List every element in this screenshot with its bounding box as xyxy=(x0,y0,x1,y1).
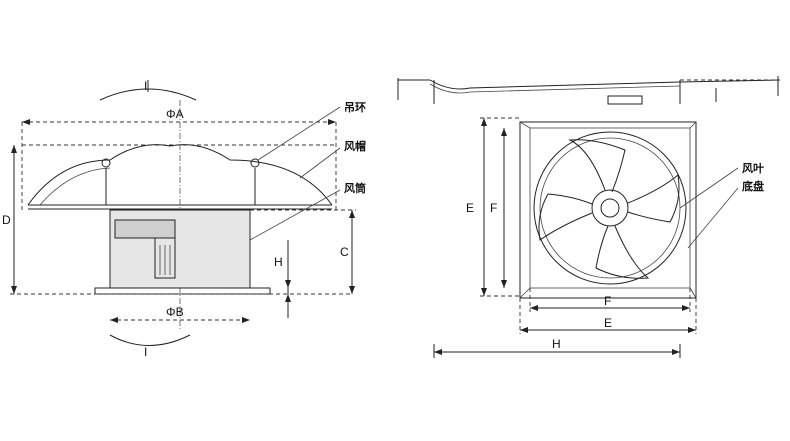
arrow xyxy=(110,317,118,323)
fan-ring-outer xyxy=(533,131,687,285)
hood-outline xyxy=(27,144,333,206)
arrow xyxy=(242,317,250,323)
c-label: C xyxy=(340,245,349,259)
fan-blade xyxy=(627,174,680,223)
corner xyxy=(519,121,531,129)
arrow xyxy=(11,145,17,153)
fan-blade xyxy=(595,225,650,279)
arrow xyxy=(349,210,355,218)
lifting-ring-right xyxy=(250,158,260,168)
arrow xyxy=(501,280,507,288)
fan-blade xyxy=(568,139,626,193)
e-left-label: E xyxy=(466,201,474,215)
h-small-label: H xyxy=(274,255,283,269)
leader-base-plate xyxy=(687,187,739,249)
base-plate-outer xyxy=(519,121,697,299)
phi-a-label: ΦA xyxy=(166,107,184,121)
base-flange xyxy=(94,287,271,295)
corner xyxy=(689,287,697,299)
arrow xyxy=(481,118,487,126)
hood-inner xyxy=(39,167,111,206)
arrow xyxy=(285,294,291,302)
top-profile xyxy=(398,79,781,90)
arrow xyxy=(328,119,336,125)
fan-hub-outer xyxy=(591,189,629,227)
fan-hub-inner xyxy=(600,198,620,218)
top-profile-bracket xyxy=(607,95,643,105)
arrow xyxy=(501,128,507,136)
leader-blade xyxy=(679,167,739,209)
arrow xyxy=(11,286,17,294)
phi-b-label: ΦB xyxy=(166,305,184,319)
f-left-label: F xyxy=(490,201,497,215)
arrow xyxy=(682,305,690,311)
h-bottom-label: H xyxy=(552,337,561,351)
side-elevation-view: I I ΦA xyxy=(2,79,366,359)
arrow xyxy=(520,327,528,333)
section-label-top: I xyxy=(144,79,147,93)
fan-blade xyxy=(538,193,593,241)
callout-hood: 风帽 xyxy=(344,139,366,153)
arrow xyxy=(530,305,538,311)
leader-hood xyxy=(299,147,341,179)
base-plate-inner xyxy=(529,127,691,289)
arrow xyxy=(434,349,442,355)
e-bottom-label: E xyxy=(604,316,612,330)
callout-lifting-ring: 吊环 xyxy=(344,101,366,114)
leader-duct xyxy=(249,189,341,241)
callout-base-plate: 底盘 xyxy=(742,179,764,193)
lifting-ring-left xyxy=(101,158,111,168)
corner xyxy=(519,287,531,299)
motor-housing xyxy=(114,219,176,239)
fan-ring-inner xyxy=(539,137,681,279)
plan-view: E F F E H 风叶 底盘 xyxy=(397,76,781,358)
leader-lifting-ring xyxy=(257,106,341,161)
arrow xyxy=(349,286,355,294)
arrow xyxy=(672,349,680,355)
arrow xyxy=(481,288,487,296)
arrow xyxy=(285,280,291,288)
section-label-bottom: I xyxy=(144,345,147,359)
corner xyxy=(689,121,697,129)
f-bottom-label: F xyxy=(604,294,611,308)
arrow xyxy=(22,119,30,125)
callout-blade: 风叶 xyxy=(742,161,764,175)
d-label: D xyxy=(2,213,11,227)
arrow xyxy=(688,327,696,333)
callout-duct: 风筒 xyxy=(344,181,366,195)
section-arc-bottom xyxy=(109,334,191,346)
